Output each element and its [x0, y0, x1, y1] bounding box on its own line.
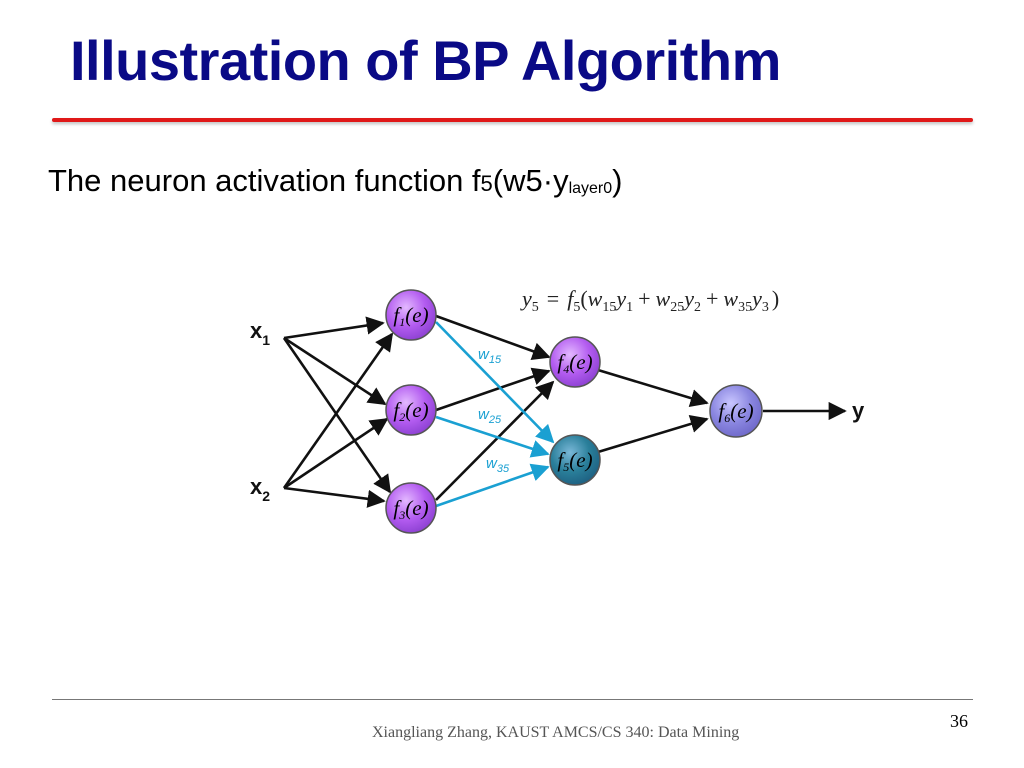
slide-title: Illustration of BP Algorithm	[70, 29, 781, 92]
node-f2: f2(e)	[385, 384, 437, 436]
weight-w15-label: w15	[478, 346, 502, 366]
node-f4: f4(e)	[549, 336, 601, 388]
weight-w25-label: w25	[478, 406, 502, 426]
output-y-label: y	[852, 398, 865, 423]
body-y: y	[553, 163, 569, 198]
edge-x1-n2	[283, 336, 387, 406]
body-f-sub: 5	[480, 171, 493, 196]
edge-x2-n2	[283, 417, 389, 490]
input-x1-label: x1	[250, 318, 270, 348]
body-dot: ·	[542, 163, 554, 198]
footer-credit: Xiangliang Zhang, KAUST AMCS/CS 340: Dat…	[372, 724, 740, 741]
equation-y5: y5=f5(w15y1+w25y2+w35y3)	[520, 286, 779, 315]
page-number: 36	[950, 711, 968, 731]
edge-n4-n6	[597, 368, 709, 407]
edge-x1-n1	[283, 316, 385, 340]
edge-n3-n4	[435, 380, 555, 501]
footer-divider	[52, 699, 973, 700]
edge-n2-n4	[435, 367, 551, 412]
body-prefix: The neuron activation function f	[48, 163, 481, 198]
edge-n1-n4	[435, 314, 551, 360]
body-close: )	[612, 163, 623, 198]
svg-text:f5(e): f5(e)	[557, 448, 592, 474]
svg-text:f1(e): f1(e)	[393, 303, 428, 329]
title-underline	[52, 118, 973, 122]
edge-n3-n5	[435, 463, 550, 508]
weight-w35-label: w35	[486, 455, 510, 475]
body-y-sub: layer0	[568, 180, 613, 197]
node-f1: f1(e)	[385, 289, 437, 341]
edge-x2-n3	[283, 486, 386, 508]
node-f5: f5(e)	[549, 434, 601, 486]
edge-n2-n5	[435, 415, 550, 458]
node-f6: f6(e)	[709, 384, 763, 438]
svg-text:f6(e): f6(e)	[718, 399, 753, 425]
edge-x2-n1	[282, 332, 394, 489]
body-open: (w5	[492, 163, 543, 198]
edge-n5-n6	[597, 415, 709, 454]
input-x2-label: x2	[250, 474, 270, 504]
edge-n1-n5	[435, 321, 555, 444]
svg-text:f4(e): f4(e)	[557, 350, 592, 376]
node-f3: f3(e)	[385, 482, 437, 534]
svg-text:f3(e): f3(e)	[393, 496, 428, 522]
body-text: The neuron activation function f5(w5·yla…	[48, 163, 622, 199]
svg-text:f2(e): f2(e)	[393, 398, 428, 424]
edge-x1-n3	[282, 337, 392, 494]
